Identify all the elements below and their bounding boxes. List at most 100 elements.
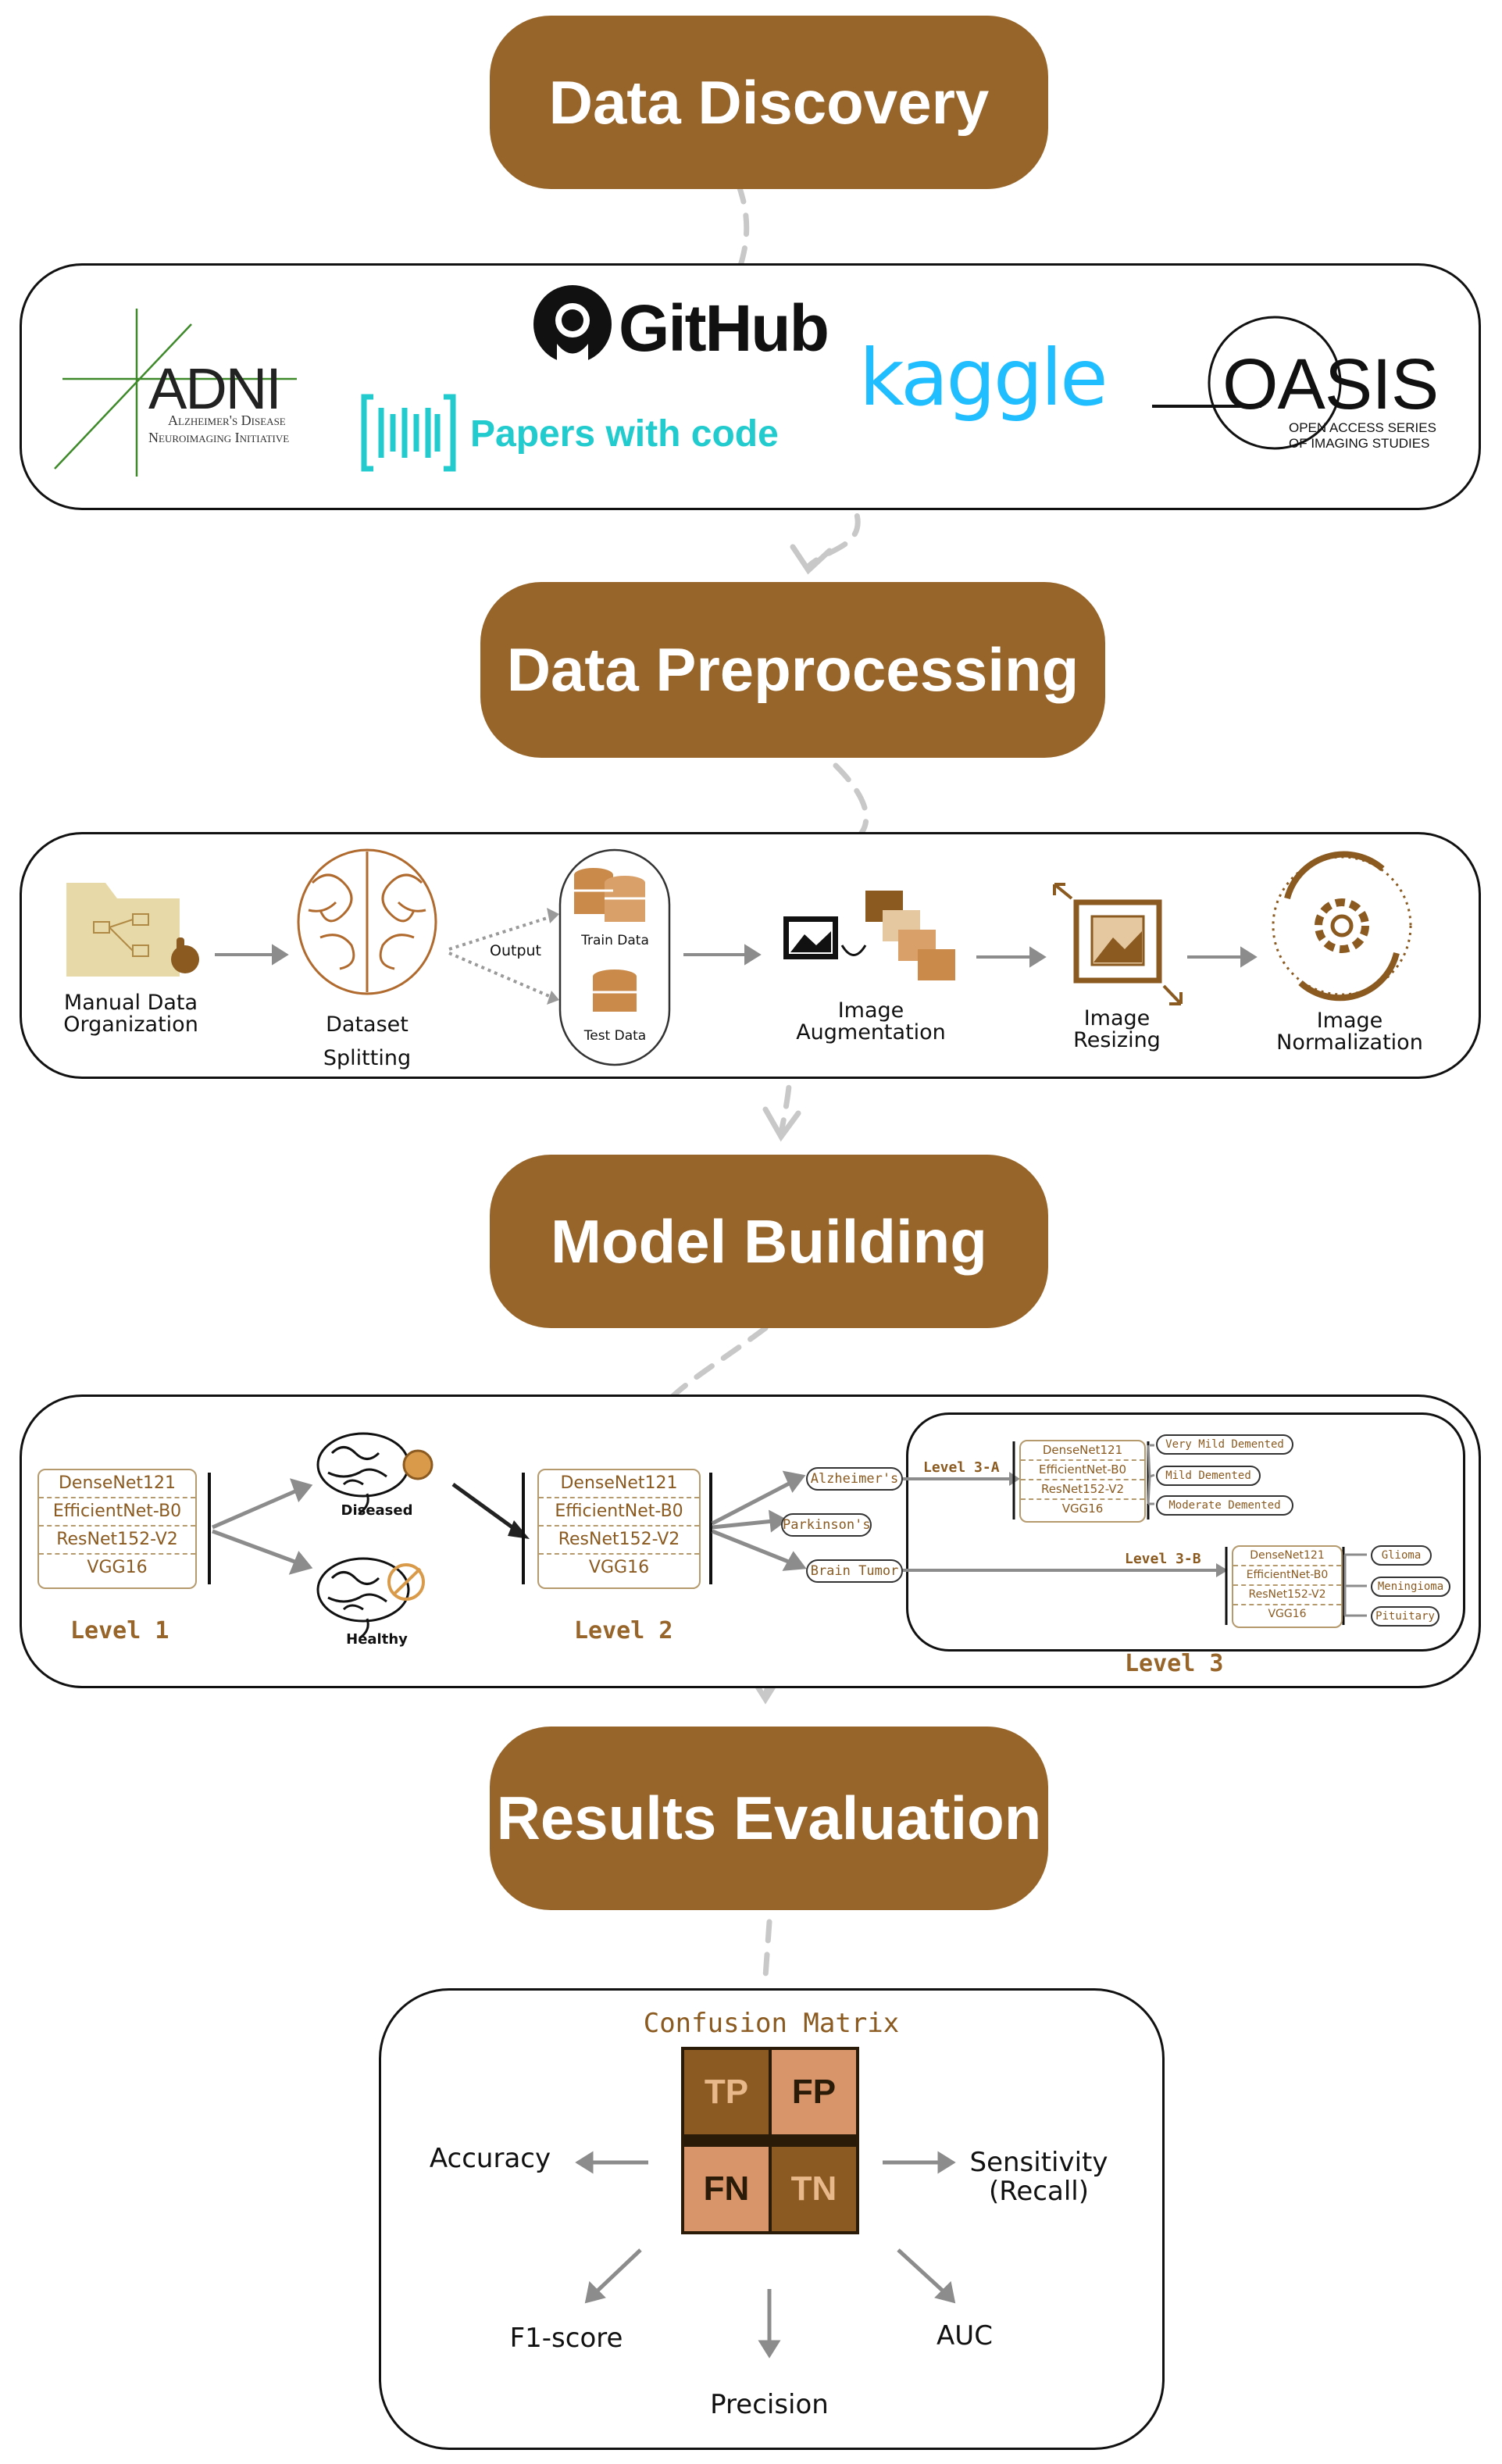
pituitary-tag: Pituitary [1371,1606,1440,1627]
oasis-subtitle-line2: OF IMAGING STUDIES [1289,436,1430,451]
auc-label: AUC [937,2320,993,2352]
label-line: Sensitivity [969,2147,1108,2178]
brain-icon [297,848,437,995]
manual-organization-label: Manual Data Organization [47,991,215,1037]
stage-data-discovery: Data Discovery [490,16,1048,189]
fn-cell: FN [683,2145,770,2233]
alzheimers-tag: Alzheimer's [806,1467,903,1491]
brain-tumor-tag: Brain Tumor [806,1559,903,1583]
model-item: VGG16 [588,1558,650,1577]
label-line: Resizing [1073,1028,1161,1053]
model-item: DenseNet121 [39,1470,195,1498]
tn-cell: TN [770,2145,858,2233]
dataset-splitting-label: Dataset Splitting [297,1008,437,1075]
label-line: Organization [63,1012,198,1037]
diseased-label: Diseased [341,1502,413,1519]
stage-data-preprocessing: Data Preprocessing [480,582,1105,758]
stage-model-building: Model Building [490,1155,1048,1328]
adni-subtitle-line2: Neuroimaging Initiative [148,430,290,445]
model-item: EfficientNet-B0 [539,1498,699,1527]
level1-label: Level 1 [70,1617,169,1644]
level2-model-list: DenseNet121 EfficientNet-B0 ResNet152-V2… [537,1469,701,1589]
diseased-brain-icon [316,1432,433,1515]
model-item: ResNet152-V2 [1233,1586,1341,1605]
label-line: Dataset [326,1012,409,1037]
model-item: EfficientNet-B0 [39,1498,195,1527]
image-augmentation-label: Image Augmentation [781,998,961,1045]
accuracy-label: Accuracy [429,2143,551,2174]
data-sources-panel [20,263,1481,510]
stage-title: Data Preprocessing [506,635,1079,704]
level2-label: Level 2 [574,1617,673,1644]
database-icon [574,868,645,1012]
level3-container [906,1412,1465,1652]
stage-title: Data Discovery [548,67,990,137]
tp-cell: TP [683,2048,770,2136]
oasis-subtitle-line1: OPEN ACCESS SERIES [1289,420,1436,435]
label-line: Splitting [323,1046,412,1071]
precision-label: Precision [710,2389,829,2420]
level3a-label: Level 3-A [923,1459,1000,1476]
label-line: Image [837,998,904,1023]
healthy-label: Healthy [346,1631,408,1648]
model-item: DenseNet121 [1233,1547,1341,1566]
model-item: EfficientNet-B0 [1021,1461,1144,1480]
model-item: ResNet152-V2 [539,1527,699,1555]
crop-image-icon [1053,883,1183,1005]
level3-label: Level 3 [1125,1650,1224,1677]
healthy-brain-icon [316,1557,425,1640]
model-item: DenseNet121 [1021,1441,1144,1461]
papers-with-code-wordmark: Papers with code [470,413,779,455]
model-item: ResNet152-V2 [39,1527,195,1555]
label-line: Augmentation [796,1020,946,1045]
f1-score-label: F1-score [509,2323,623,2354]
image-resizing-label: Image Resizing [1051,1006,1183,1053]
stage-title: Model Building [551,1206,987,1276]
parkinsons-tag: Parkinson's [781,1513,872,1537]
stage-results-evaluation: Results Evaluation [490,1727,1048,1910]
model-item: EfficientNet-B0 [1233,1566,1341,1586]
label-line: Normalization [1276,1030,1423,1055]
train-data-label: Train Data [581,933,649,948]
very-mild-demented-tag: Very Mild Demented [1156,1434,1293,1455]
folder-diagram-icon [66,883,199,977]
level1-model-list: DenseNet121 EfficientNet-B0 ResNet152-V2… [37,1469,197,1589]
meningioma-tag: Meningioma [1371,1577,1450,1597]
model-item: DenseNet121 [539,1470,699,1498]
fp-cell: FP [770,2048,858,2136]
model-item: ResNet152-V2 [1021,1480,1144,1500]
output-label: Output [490,942,541,959]
sensitivity-label: Sensitivity (Recall) [961,2148,1117,2207]
label-line: Image [1083,1006,1151,1030]
augmentation-icon [783,891,955,980]
adni-wordmark: ADNI [148,356,282,421]
moderate-demented-tag: Moderate Demented [1156,1495,1293,1516]
label-line: Manual Data [63,991,198,1015]
label-line: (Recall) [989,2176,1089,2208]
confusion-matrix-title: Confusion Matrix [643,2008,900,2039]
model-item: VGG16 [1268,1608,1307,1620]
glioma-tag: Glioma [1371,1545,1432,1566]
level3a-model-list: DenseNet121 EfficientNet-B0 ResNet152-V2… [1019,1440,1146,1523]
level3b-label: Level 3-B [1125,1551,1201,1567]
mild-demented-tag: Mild Demented [1156,1466,1261,1486]
level3b-model-list: DenseNet121 EfficientNet-B0 ResNet152-V2… [1232,1545,1343,1628]
normalization-gear-icon [1272,851,1412,1002]
oasis-wordmark: OASIS [1222,345,1439,424]
kaggle-wordmark: kaggle [859,332,1108,423]
test-data-label: Test Data [583,1028,647,1044]
label-line: Image [1316,1009,1383,1033]
model-item: VGG16 [87,1558,148,1577]
stage-title: Results Evaluation [496,1784,1042,1852]
image-normalization-label: Image Normalization [1256,1009,1443,1055]
model-item: VGG16 [1061,1502,1104,1516]
github-wordmark: GitHub [619,291,829,365]
adni-subtitle-line1: Alzheimer's Disease [168,412,286,428]
